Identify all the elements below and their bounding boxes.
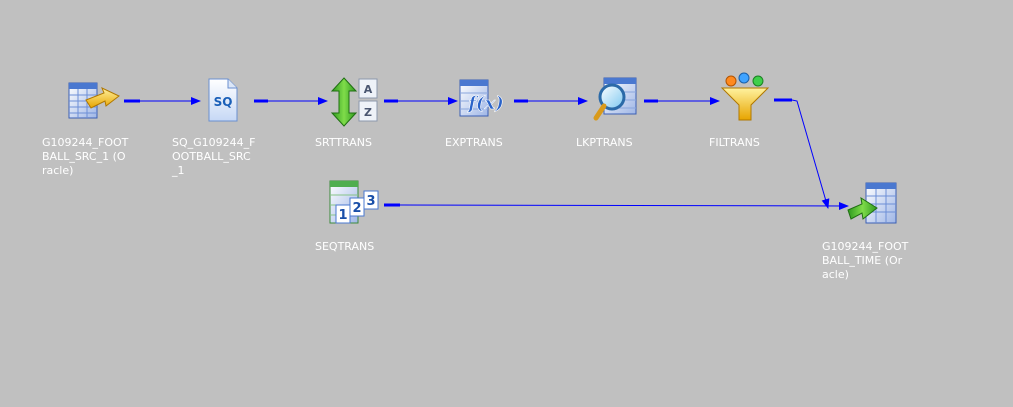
seq-icon-digit-1: 1 — [338, 208, 347, 223]
node-label-target: G109244_FOOT BALL_TIME (Or acle) — [822, 240, 909, 281]
node-lkp[interactable] — [593, 77, 637, 121]
link-seq-to-target[interactable] — [384, 201, 849, 210]
sorter-icon-a: A — [364, 83, 373, 96]
filter-icon — [720, 72, 770, 121]
seq-icon-digit-3: 3 — [366, 194, 375, 209]
seq-icon-digit-2: 2 — [352, 201, 361, 216]
source-table-icon — [68, 82, 120, 119]
expression-icon: f(x) — [459, 79, 504, 117]
node-label-fil: FILTRANS — [709, 136, 760, 149]
target-table-icon — [847, 182, 897, 224]
node-label-srt: SRTTRANS — [315, 136, 373, 149]
sq-icon-text: SQ — [214, 95, 233, 109]
node-label-source: G109244_FOOT BALL_SRC_1 (O racle) — [42, 136, 129, 177]
sorter-icon: A Z — [330, 77, 378, 127]
node-label-exp: EXPTRANS — [445, 136, 503, 149]
source-qualifier-icon: SQ — [208, 78, 238, 122]
node-sq[interactable]: SQ — [208, 78, 238, 122]
node-label-seq: SEQTRANS — [315, 240, 375, 253]
node-target[interactable] — [847, 182, 897, 224]
sequence-generator-icon: 1 2 3 — [329, 180, 379, 224]
node-label-sq: SQ_G109244_F OOTBALL_SRC _1 — [172, 136, 256, 177]
node-exp[interactable]: f(x) — [459, 79, 504, 117]
lookup-icon — [593, 77, 637, 121]
node-label-lkp: LKPTRANS — [576, 136, 633, 149]
node-fil[interactable] — [720, 72, 770, 121]
node-srt[interactable]: A Z — [330, 77, 378, 127]
node-source[interactable] — [68, 82, 120, 119]
expression-icon-text: f(x) — [466, 93, 504, 114]
sorter-icon-z: Z — [364, 106, 372, 119]
node-seq[interactable]: 1 2 3 — [329, 180, 379, 224]
link-fil-to-target[interactable] — [774, 98, 830, 209]
